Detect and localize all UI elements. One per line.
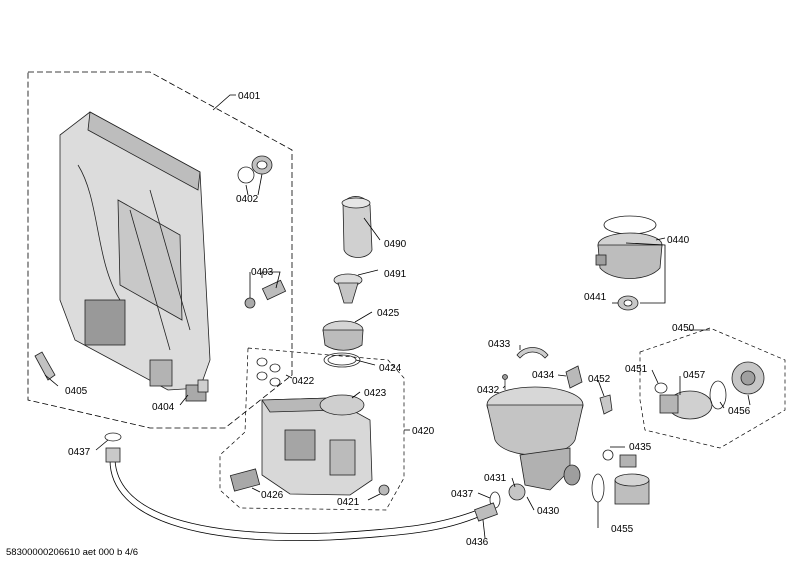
group-outline-0450 bbox=[639, 327, 786, 449]
base-panel-part bbox=[59, 111, 211, 391]
ring-0437-left-part bbox=[104, 432, 122, 463]
document-reference: 58300000206610 aet 000 b 4/6 bbox=[6, 547, 138, 558]
connector-0426-part bbox=[229, 468, 261, 492]
label-0402: 0402 bbox=[236, 194, 259, 205]
rings-0422-part bbox=[256, 357, 281, 387]
label-0434: 0434 bbox=[532, 370, 555, 381]
screw-0432-part bbox=[502, 374, 508, 390]
label-0431: 0431 bbox=[484, 473, 507, 484]
clip-0405-part bbox=[34, 351, 56, 381]
funnel-0490-part bbox=[341, 196, 373, 258]
ring-0424-part bbox=[323, 352, 361, 368]
label-0420: 0420 bbox=[412, 426, 435, 437]
label-0451: 0451 bbox=[625, 364, 648, 375]
seal-0431-part bbox=[508, 483, 526, 501]
label-0491: 0491 bbox=[384, 269, 407, 280]
sensor-0404-part bbox=[185, 379, 209, 402]
hose-line-2 bbox=[114, 459, 489, 534]
sensor-0435-part bbox=[602, 449, 637, 468]
hose-end-0436-part bbox=[474, 502, 498, 522]
sump-0430-part bbox=[486, 386, 584, 491]
label-0426: 0426 bbox=[261, 490, 284, 501]
hose-line bbox=[109, 459, 491, 541]
label-0423: 0423 bbox=[364, 388, 387, 399]
label-0405: 0405 bbox=[65, 386, 88, 397]
ring-0456a-part bbox=[709, 380, 727, 410]
filter-0425-part bbox=[322, 320, 364, 351]
label-0433: 0433 bbox=[488, 339, 511, 350]
label-0452: 0452 bbox=[588, 374, 611, 385]
water-softener-0420-part bbox=[261, 394, 373, 496]
label-0490: 0490 bbox=[384, 239, 407, 250]
label-0435: 0435 bbox=[629, 442, 652, 453]
label-0425: 0425 bbox=[377, 308, 400, 319]
label-0437-left: 0437 bbox=[68, 447, 91, 458]
label-0450: 0450 bbox=[672, 323, 695, 334]
label-0421: 0421 bbox=[337, 497, 360, 508]
label-0457: 0457 bbox=[683, 370, 706, 381]
drain-pump-0455-part bbox=[591, 473, 650, 505]
heat-pump-0457-part bbox=[659, 390, 713, 420]
label-0436: 0436 bbox=[466, 537, 489, 548]
label-0455: 0455 bbox=[611, 524, 634, 535]
label-0404: 0404 bbox=[152, 402, 175, 413]
clamp-0451-part bbox=[654, 382, 668, 394]
clip-0452-part bbox=[599, 394, 613, 415]
motor-0456-part bbox=[731, 361, 765, 395]
label-0424: 0424 bbox=[379, 363, 402, 374]
label-0437-right: 0437 bbox=[451, 489, 474, 500]
pump-housing-0440-part bbox=[595, 215, 663, 279]
label-0432: 0432 bbox=[477, 385, 500, 396]
label-0440: 0440 bbox=[667, 235, 690, 246]
clip-0433-part bbox=[516, 347, 549, 359]
group-outline-0401 bbox=[27, 71, 293, 429]
label-0430: 0430 bbox=[537, 506, 560, 517]
label-0441: 0441 bbox=[584, 292, 607, 303]
group-outline-0420 bbox=[219, 347, 405, 511]
label-0401: 0401 bbox=[238, 91, 261, 102]
cap-0491-part bbox=[333, 273, 363, 304]
leader-lines bbox=[44, 94, 751, 539]
valve-0403-part bbox=[244, 279, 287, 309]
label-0456: 0456 bbox=[728, 406, 751, 417]
bracket-0434-part bbox=[565, 365, 583, 389]
screw-0421-part bbox=[378, 484, 390, 496]
seal-0402-part bbox=[237, 155, 273, 184]
impeller-0441-part bbox=[617, 295, 639, 311]
label-0422: 0422 bbox=[292, 376, 315, 387]
label-0403: 0403 bbox=[251, 267, 274, 278]
